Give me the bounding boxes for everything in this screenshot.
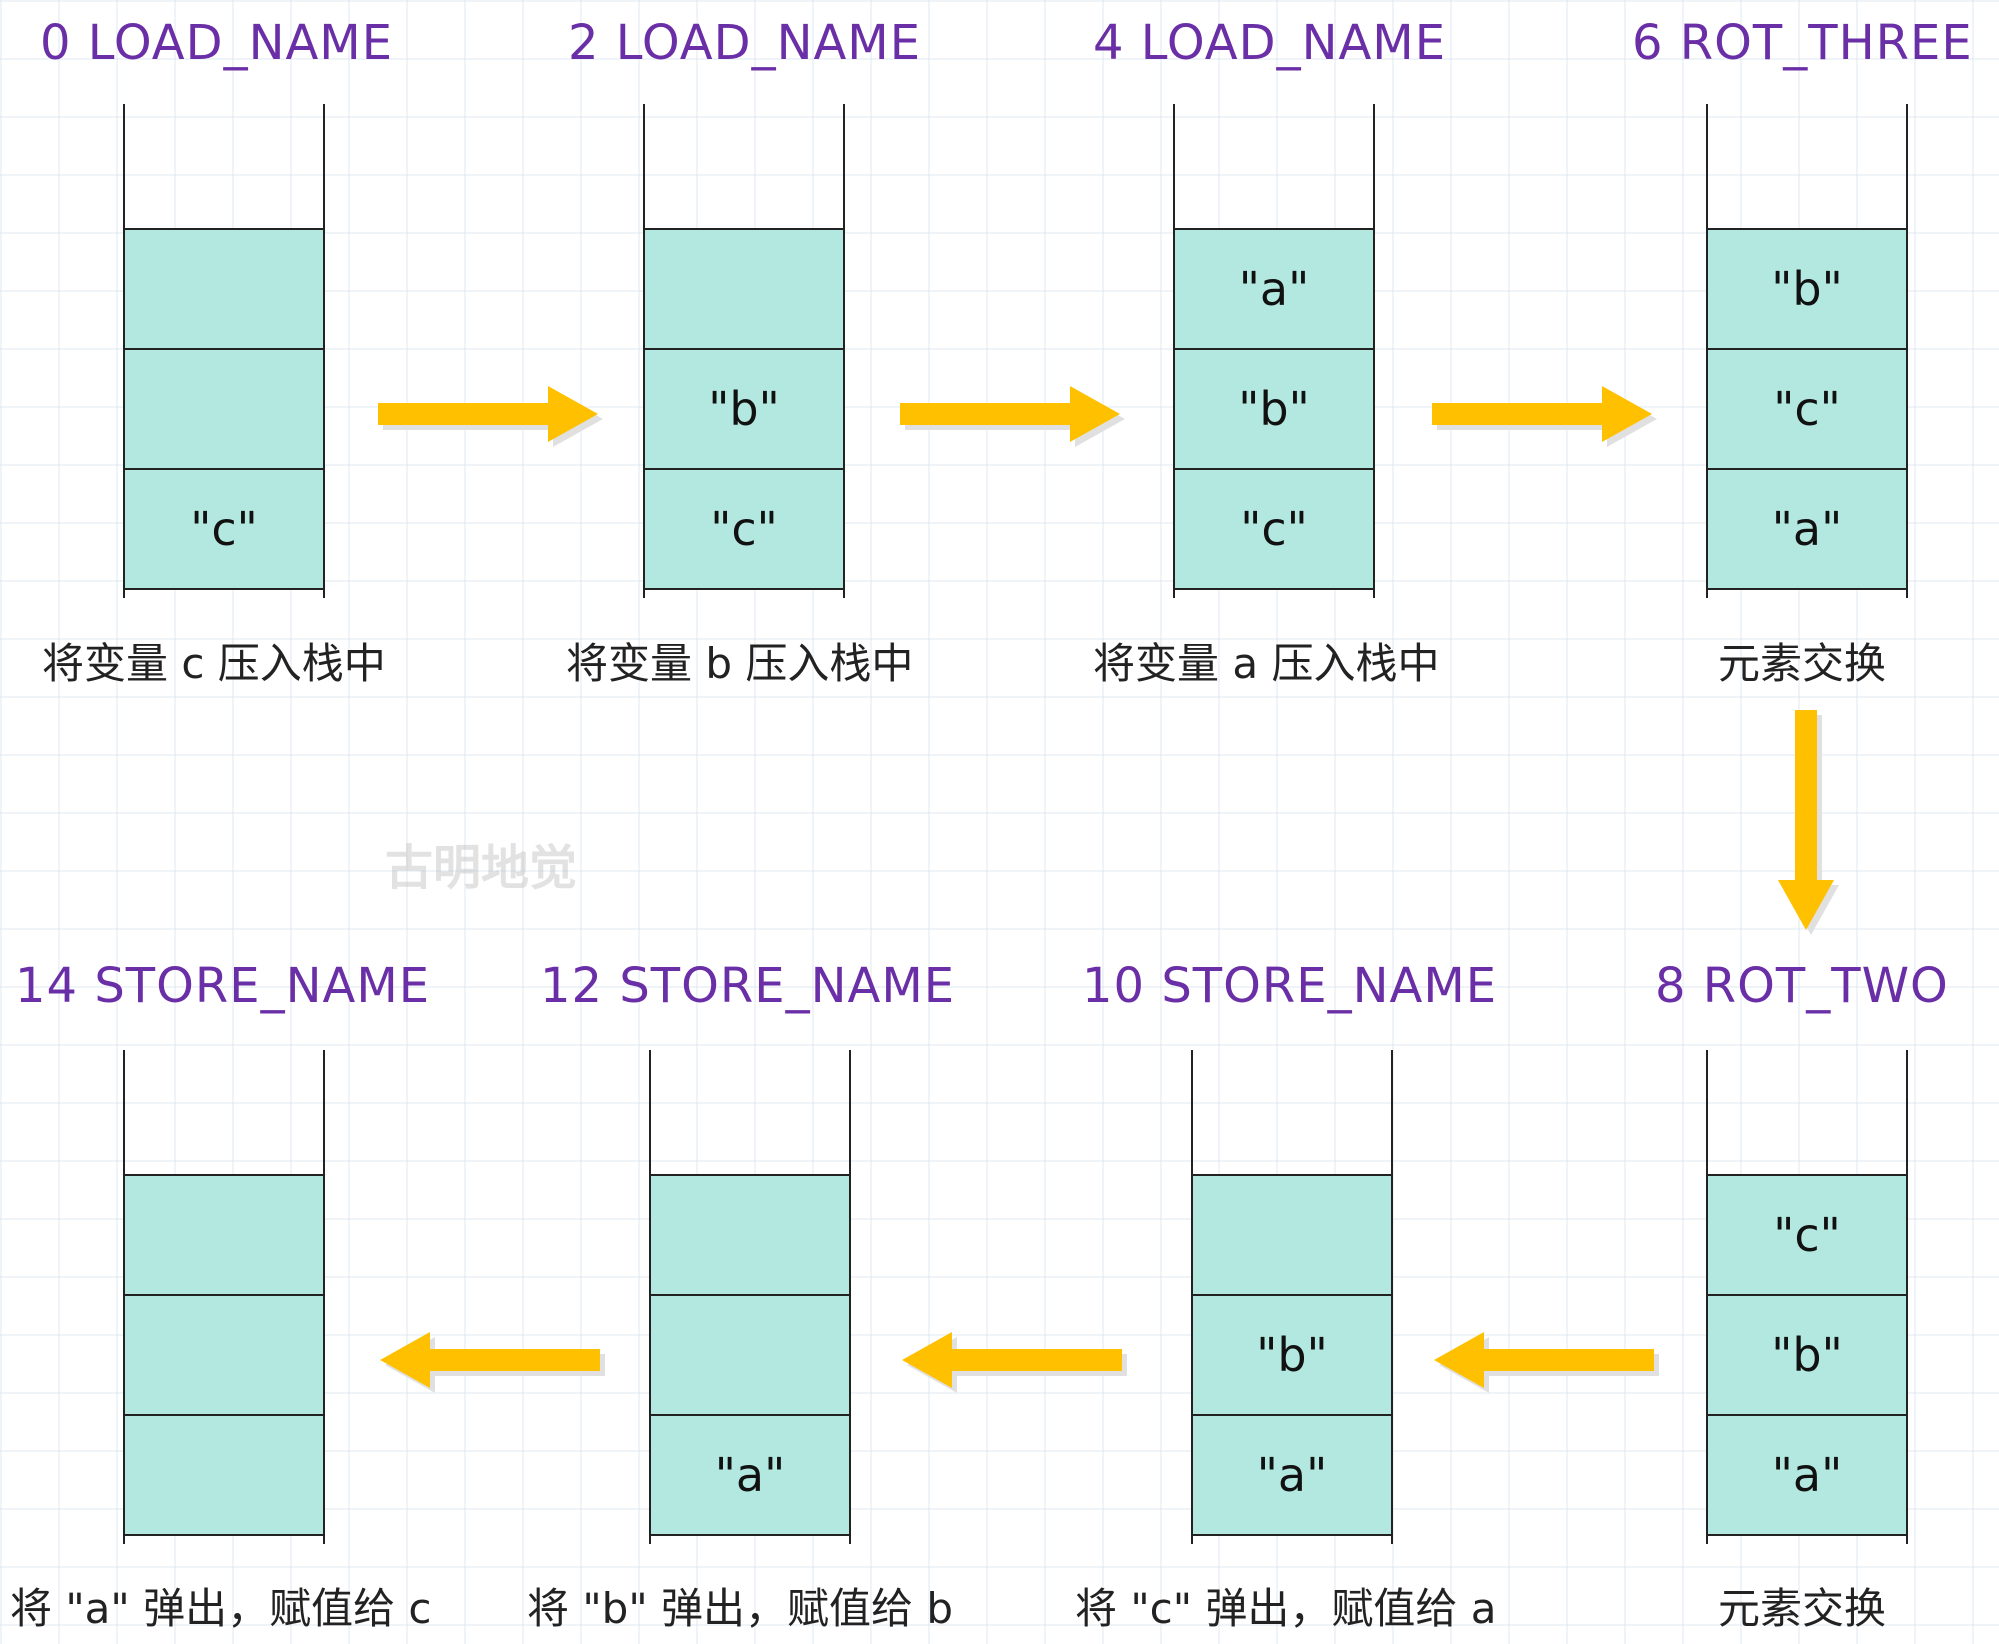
arrow-left-icon — [902, 1332, 1127, 1393]
arrow-right-icon — [1432, 386, 1657, 447]
stack-cell: "b" — [643, 348, 845, 470]
step-caption: 将变量 c 压入栈中 — [42, 639, 386, 688]
step-title: 6 ROT_THREE — [1632, 15, 1973, 71]
stack-cell — [123, 1294, 325, 1416]
step-title: 0 LOAD_NAME — [40, 15, 394, 71]
arrow-shape — [380, 1332, 600, 1388]
stack-cell: "b" — [1706, 228, 1908, 350]
stack-cell: "c" — [1706, 348, 1908, 470]
stack-cell: "a" — [1191, 1414, 1393, 1536]
arrow-shape — [902, 1332, 1122, 1388]
step-title: 4 LOAD_NAME — [1093, 15, 1447, 71]
stack-diagram — [123, 1050, 325, 1544]
stack-cell: "b" — [1191, 1294, 1393, 1416]
watermark: 古明地觉 — [385, 840, 578, 896]
stack-cell: "a" — [649, 1414, 851, 1536]
stack-diagram: "b""c" — [643, 104, 845, 598]
stack-cell: "b" — [1173, 348, 1375, 470]
step-caption: 将变量 b 压入栈中 — [566, 639, 914, 688]
arrow-shape — [378, 386, 598, 442]
stack-diagram: "b""c""a" — [1706, 104, 1908, 598]
stack-cell: "c" — [1173, 468, 1375, 590]
step-caption: 将变量 a 压入栈中 — [1093, 639, 1440, 688]
step-caption: 将 "a" 弹出，赋值给 c — [10, 1584, 432, 1633]
stack-diagram: "a" — [649, 1050, 851, 1544]
arrow-shape — [1778, 710, 1834, 930]
stack-cell: "a" — [1173, 228, 1375, 350]
stack-cell: "c" — [643, 468, 845, 590]
arrow-shape — [1434, 1332, 1654, 1388]
step-title: 8 ROT_TWO — [1655, 958, 1949, 1014]
stack-cell — [123, 1174, 325, 1296]
step-caption: 将 "b" 弹出，赋值给 b — [527, 1584, 954, 1633]
stack-cell — [123, 348, 325, 470]
stack-cell: "c" — [123, 468, 325, 590]
stack-cell — [649, 1174, 851, 1296]
arrow-right-icon — [900, 386, 1125, 447]
arrow-shape — [900, 386, 1120, 442]
stack-diagram: "c""b""a" — [1706, 1050, 1908, 1544]
stack-diagram: "c" — [123, 104, 325, 598]
step-title: 10 STORE_NAME — [1082, 958, 1498, 1014]
arrow-shape — [1432, 386, 1652, 442]
arrow-right-icon — [378, 386, 603, 447]
stack-cell: "b" — [1706, 1294, 1908, 1416]
arrow-down-icon — [1778, 710, 1839, 935]
stack-cell — [123, 1414, 325, 1536]
arrow-left-icon — [380, 1332, 605, 1393]
arrow-left-icon — [1434, 1332, 1659, 1393]
step-caption: 将 "c" 弹出，赋值给 a — [1075, 1584, 1497, 1633]
stack-cell: "a" — [1706, 1414, 1908, 1536]
step-title: 12 STORE_NAME — [540, 958, 956, 1014]
stack-cell: "c" — [1706, 1174, 1908, 1296]
stack-cell: "a" — [1706, 468, 1908, 590]
stack-diagram: "b""a" — [1191, 1050, 1393, 1544]
stack-cell — [643, 228, 845, 350]
stack-cell — [649, 1294, 851, 1416]
step-title: 2 LOAD_NAME — [568, 15, 922, 71]
stack-cell — [123, 228, 325, 350]
stack-diagram: "a""b""c" — [1173, 104, 1375, 598]
stack-cell — [1191, 1174, 1393, 1296]
step-caption: 元素交换 — [1718, 639, 1887, 688]
step-caption: 元素交换 — [1718, 1584, 1887, 1633]
step-title: 14 STORE_NAME — [15, 958, 431, 1014]
